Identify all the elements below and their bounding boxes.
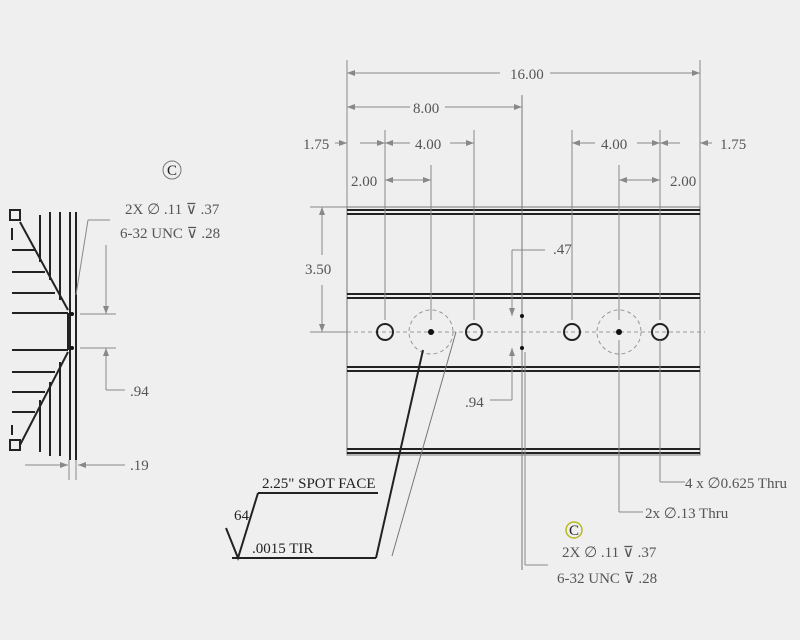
dim-left-tap: 2.00 (351, 174, 377, 190)
spot-face (408, 309, 454, 355)
surface-finish: 64 (234, 508, 250, 524)
note-large-holes: 4 x ∅0.625 Thru (685, 476, 787, 492)
thru-hole (376, 323, 394, 341)
bottom-callout-marker: C (569, 523, 579, 539)
bottom-callout-line1: 2X ∅ .11 ⊽ .37 (562, 545, 657, 561)
tap-hole (616, 329, 622, 335)
dim-right-hole-spacing: 4.00 (601, 137, 627, 153)
dim-center-offset: .47 (553, 242, 572, 258)
side-dimensions (25, 219, 125, 480)
thru-hole (563, 323, 581, 341)
plate-dimensions (310, 60, 712, 401)
callout-marker-circle (162, 160, 182, 180)
tap-hole (428, 329, 434, 335)
note-spot-face: 2.25" SPOT FACE (262, 476, 376, 492)
callout-marker-circle (565, 521, 583, 539)
dim-half-length: 8.00 (413, 101, 439, 117)
note-small-holes: 2x ∅.13 Thru (645, 506, 729, 522)
dim-left-edge: 1.75 (303, 137, 329, 153)
dim-right-tap: 2.00 (670, 174, 696, 190)
plate-top-view (340, 95, 705, 570)
dim-center-spacing: .94 (465, 395, 484, 411)
dim-right-edge: 1.75 (720, 137, 746, 153)
bottom-callout-line2: 6-32 UNC ⊽ .28 (557, 571, 657, 587)
heatsink-side-profile (9, 209, 77, 460)
dim-overall-length: 16.00 (510, 67, 544, 83)
side-callout-line1: 2X ∅ .11 ⊽ .37 (125, 202, 220, 218)
side-callout-line2: 6-32 UNC ⊽ .28 (120, 226, 220, 242)
side-callout-marker: C (167, 163, 177, 179)
dim-height-center: 3.50 (305, 262, 331, 278)
dim-base-thickness: .19 (130, 458, 149, 474)
note-tir: .0015 TIR (252, 541, 313, 557)
spot-face (596, 309, 642, 355)
dim-side-spacing: .94 (130, 384, 149, 400)
leaders (225, 331, 685, 566)
thru-hole (465, 323, 483, 341)
dim-left-hole-spacing: 4.00 (415, 137, 441, 153)
